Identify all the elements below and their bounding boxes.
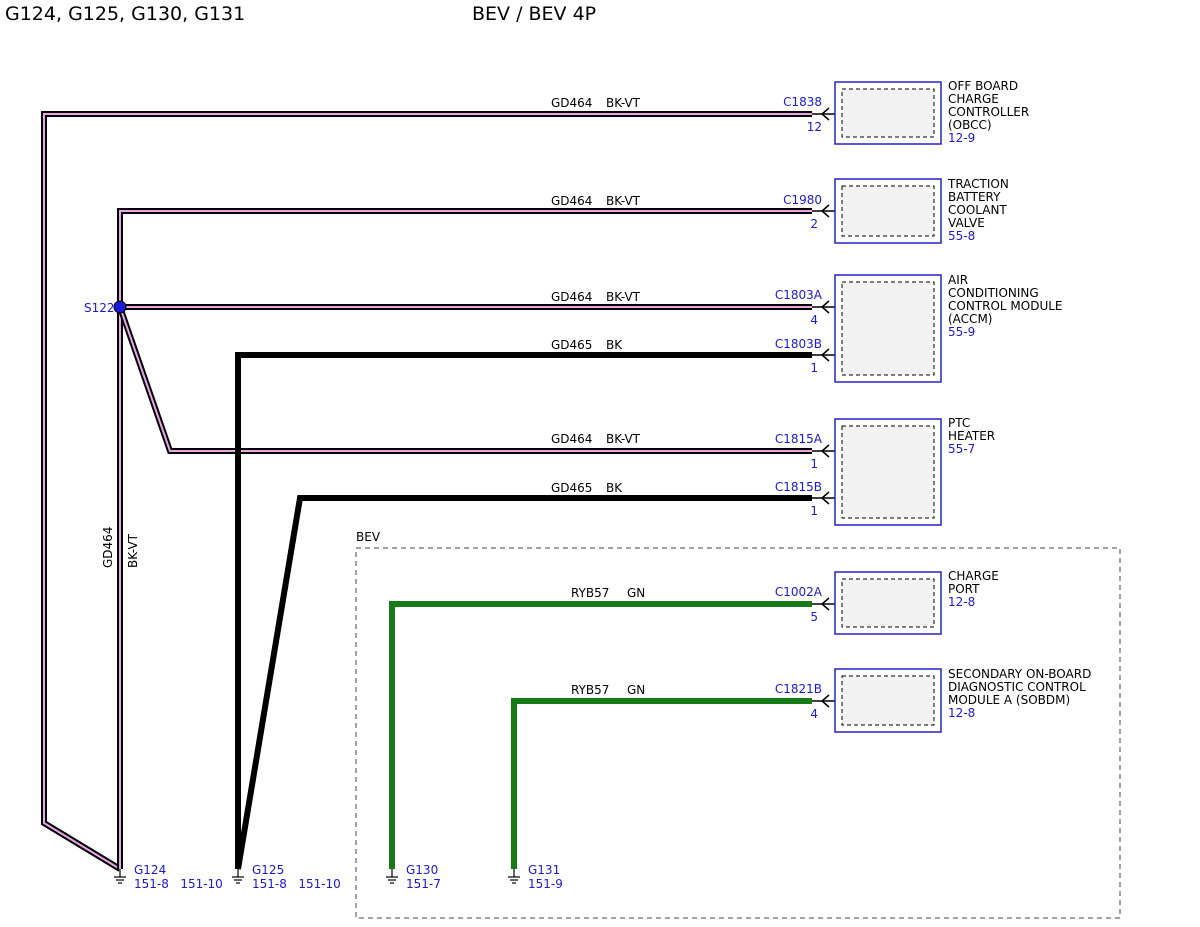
component-name: AIR CONDITIONING CONTROL MODULE (ACCM) xyxy=(948,273,1066,326)
wire-gd465-ptc-heater xyxy=(235,495,812,870)
wire-circuit-label: RYB57 xyxy=(571,683,609,697)
component-charge-port xyxy=(834,571,942,635)
diagram-title-grounds: G124, G125, G130, G131 xyxy=(5,3,245,25)
wire-circuit-label: GD464 xyxy=(551,194,592,208)
component-page-ref: 55-8 xyxy=(948,229,975,243)
connector-pin: 1 xyxy=(810,457,818,471)
connector-id: C1821B xyxy=(775,682,822,696)
component-page-ref: 12-8 xyxy=(948,706,975,720)
component-accm xyxy=(834,274,942,383)
connector-id: C1815A xyxy=(775,432,823,446)
wire-color-label: BK-VT xyxy=(606,194,641,208)
connector-id: C1803A xyxy=(775,288,823,302)
wire-circuit-label: GD465 xyxy=(551,338,592,352)
wire-color-label: BK-VT xyxy=(606,96,641,110)
component-page-ref: 12-8 xyxy=(948,595,975,609)
wire-gd465-accm xyxy=(235,352,812,869)
connector-pin: 12 xyxy=(807,120,822,134)
connector-arrows xyxy=(820,107,830,708)
component-ptc-heater xyxy=(834,418,942,526)
component-sobdm xyxy=(834,668,942,733)
ground-page-refs: 151-7 xyxy=(406,877,441,891)
wire-color-label: BK-VT xyxy=(606,432,641,446)
component-name: TRACTION BATTERY COOLANT VALVE xyxy=(947,177,1013,230)
ground-page-refs: 151-9 xyxy=(528,877,563,891)
ground-page-refs: 151-8 151-10 xyxy=(252,877,341,891)
component-page-ref: 55-9 xyxy=(948,325,975,339)
ground-id: G124 xyxy=(134,863,166,877)
component-name: OFF BOARD CHARGE CONTROLLER (OBCC) xyxy=(948,79,1033,132)
component-name: CHARGE PORT xyxy=(948,569,1003,596)
bev-region-label: BEV xyxy=(356,530,381,544)
wire-ryb57-charge-port xyxy=(389,601,812,869)
connector-id: C1803B xyxy=(775,337,822,351)
component-obcc xyxy=(834,81,942,145)
component-name: PTC HEATER xyxy=(948,416,995,443)
component-name: SECONDARY ON-BOARD DIAGNOSTIC CONTROL MO… xyxy=(948,667,1095,707)
connector-pin: 1 xyxy=(810,361,818,375)
wire-circuit-label: RYB57 xyxy=(571,586,609,600)
connector-pin: 1 xyxy=(810,504,818,518)
ground-symbol-icon xyxy=(508,869,520,884)
ground-id: G131 xyxy=(528,863,560,877)
wire-color-label: GN xyxy=(627,586,645,600)
wire-color-label: GN xyxy=(627,683,645,697)
connector-id: C1838 xyxy=(783,95,822,109)
ground-id: G125 xyxy=(252,863,284,877)
wire-circuit-label: GD464 xyxy=(551,290,592,304)
vertical-wire-circuit-label: GD464 xyxy=(101,527,115,568)
connector-id: C1002A xyxy=(775,585,823,599)
ground-id: G130 xyxy=(406,863,438,877)
connector-id: C1815B xyxy=(775,480,822,494)
ground-symbol-icon xyxy=(232,869,244,884)
wire-gd464-coolant-valve xyxy=(117,208,812,869)
connector-pin: 4 xyxy=(810,313,818,327)
wire-color-label: BK xyxy=(606,338,623,352)
connector-pin-stubs xyxy=(812,113,836,702)
diagram-title-variant: BEV / BEV 4P xyxy=(472,3,596,25)
wire-circuit-label: GD464 xyxy=(551,96,592,110)
connector-pin: 4 xyxy=(810,707,818,721)
ground-page-refs: 151-8 151-10 xyxy=(134,877,223,891)
ground-symbol-icon xyxy=(114,869,126,884)
component-page-ref: 55-7 xyxy=(948,442,975,456)
splice-s122-label: S122 xyxy=(84,301,115,315)
splice-s122-dot xyxy=(113,300,127,314)
bev-region-border xyxy=(355,547,1121,919)
connector-pin: 5 xyxy=(810,610,818,624)
wire-gd464-ptc-heater xyxy=(117,306,812,454)
component-traction-battery-coolant-valve xyxy=(834,178,942,244)
ground-symbol-icon xyxy=(386,869,398,884)
vertical-wire-color-label: BK-VT xyxy=(126,533,140,568)
wire-gd464-obcc xyxy=(41,111,812,872)
wire-color-label: BK-VT xyxy=(606,290,641,304)
connector-pin: 2 xyxy=(810,217,818,231)
wire-circuit-label: GD465 xyxy=(551,481,592,495)
wire-color-label: BK xyxy=(606,481,623,495)
connector-id: C1980 xyxy=(783,193,822,207)
component-page-ref: 12-9 xyxy=(948,131,975,145)
wire-ryb57-sobdm xyxy=(511,698,812,869)
wire-circuit-label: GD464 xyxy=(551,432,592,446)
